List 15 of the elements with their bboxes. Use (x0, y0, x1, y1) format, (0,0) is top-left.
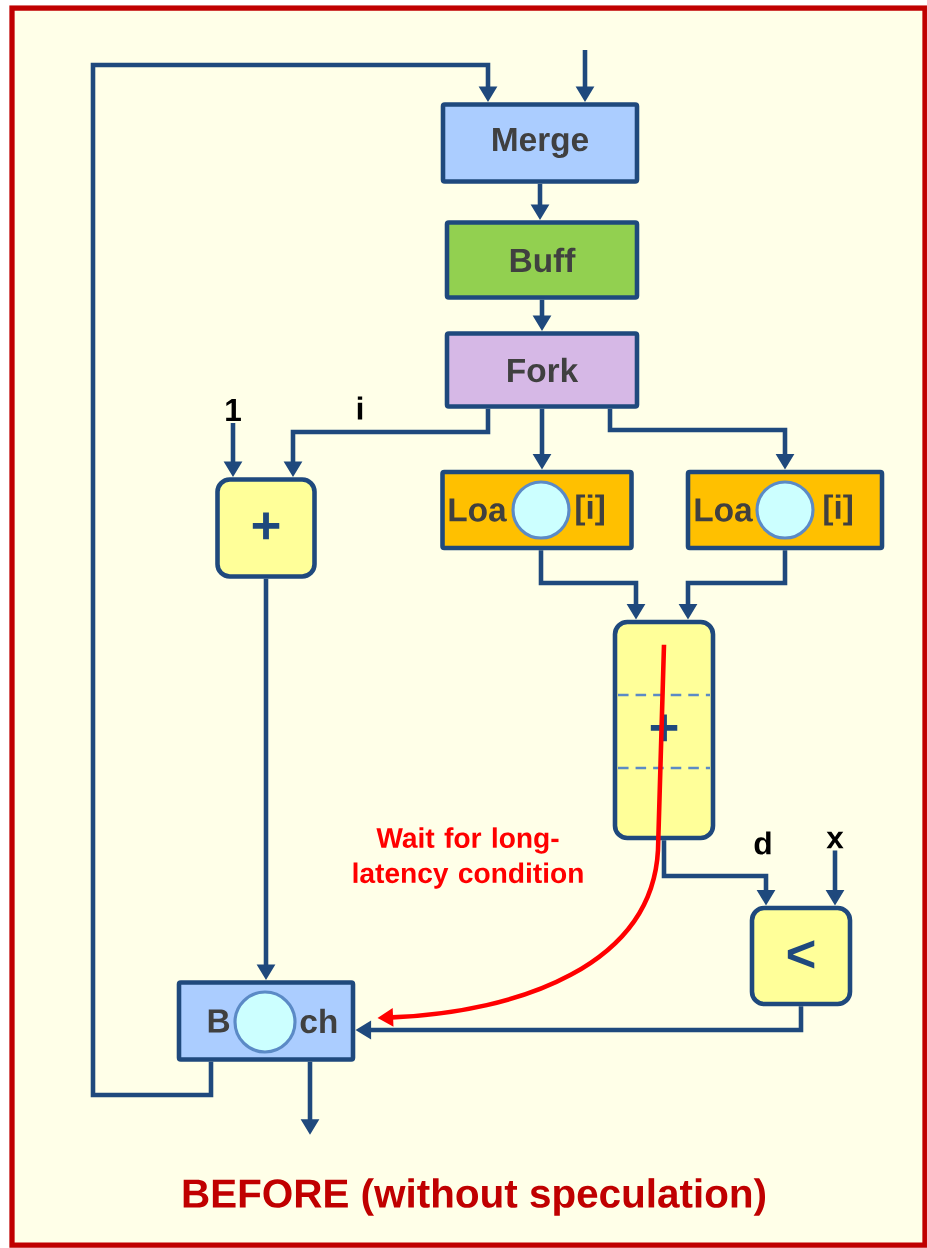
process-box: Merge (440, 102, 640, 184)
edge-label: Wait for long-latency condition (353, 827, 583, 889)
caption: BEFORE (without speculation) (183, 1178, 765, 1216)
arrow (90, 62, 498, 1098)
token-circle (511, 480, 571, 540)
input-label: x (826, 831, 844, 849)
process-box: Buff (444, 220, 640, 300)
token-circle (233, 990, 297, 1054)
operator-box: + (215, 477, 317, 579)
process-box: Fork (444, 331, 640, 409)
edge-label: i (357, 396, 363, 420)
edge-label: d (754, 831, 771, 855)
operator-box: < (749, 905, 853, 1007)
token-circle (755, 480, 815, 540)
input-label: 1 (226, 399, 241, 421)
